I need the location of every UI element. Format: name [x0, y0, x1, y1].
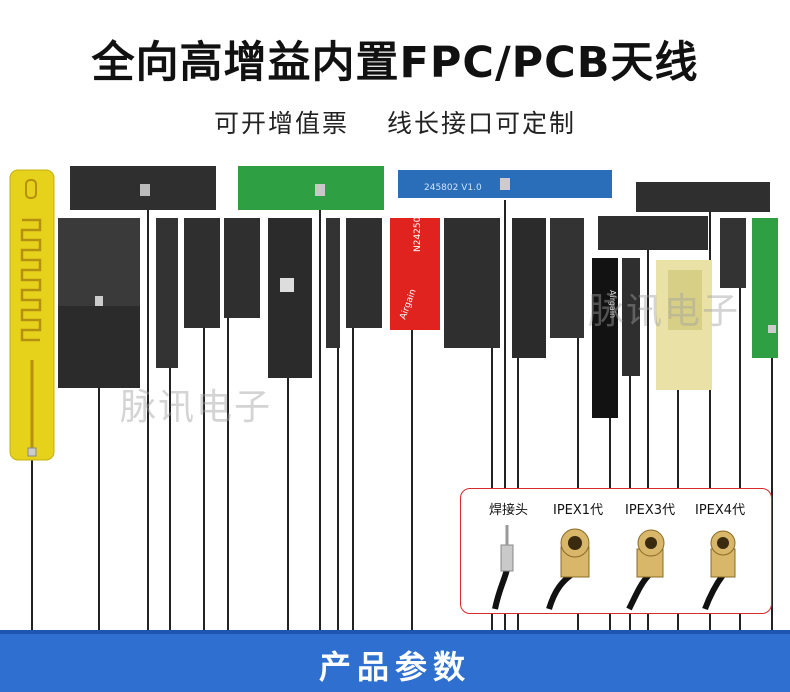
- dark-fpc-strip-9: [550, 218, 584, 338]
- black-pcb-brand: Airgain: [608, 290, 617, 318]
- red-pcb-model: N24250: [413, 216, 423, 252]
- watermark-left: 脉讯电子: [120, 387, 273, 428]
- green-pcb-antenna: [238, 166, 384, 210]
- ipex1-connector: [546, 528, 590, 610]
- dark-fpc-strip-8: [512, 218, 546, 358]
- subtitle-custom: 线长接口可定制: [386, 109, 576, 138]
- connector-label-solder: 焊接头: [489, 503, 529, 518]
- dark-fpc-strip-10: [720, 218, 746, 288]
- dark-fpc-strip-4: [268, 218, 312, 378]
- section-title-params: 产品参数: [318, 648, 471, 686]
- ipex4-connector: [702, 530, 736, 611]
- dark-fpc-strip-1: [156, 218, 178, 368]
- ipex3-connector: [626, 529, 665, 611]
- subtitle-invoice: 可开增值票: [214, 109, 350, 138]
- section-footer-bar: 产品参数: [0, 630, 790, 692]
- dark-fpc-wide-3: [636, 182, 770, 212]
- watermark-right: 脉讯电子: [588, 291, 741, 332]
- dark-fpc-strip-11: [622, 258, 640, 376]
- connector-label-ipex3: IPEX3代: [625, 503, 676, 518]
- yellow-fpc-antenna: [9, 169, 55, 461]
- black-pcb-antenna: [592, 258, 618, 418]
- antenna-illustration: N24250 Airgain 245802 V1.0 Airgain: [9, 166, 778, 630]
- connector-label-ipex1: IPEX1代: [553, 503, 604, 518]
- blue-pcb-label: 245802 V1.0: [424, 183, 482, 193]
- dark-fpc-wide-2: [598, 216, 708, 250]
- connector-label-ipex4: IPEX4代: [695, 503, 746, 518]
- dark-fpc-strip-2: [184, 218, 220, 328]
- dark-fpc-strip-3: [224, 218, 260, 318]
- dark-fpc-strip-5: [326, 218, 340, 348]
- dark-fpc-strip-7: [444, 218, 500, 348]
- green-pcb-narrow: [752, 218, 778, 358]
- page-title: 全向高增益内置FPC/PCB天线: [91, 38, 699, 88]
- page-subtitle: 可开增值票 线长接口可定制: [0, 104, 790, 140]
- connector-illustration: [492, 525, 736, 611]
- dark-fpc-strip-6: [346, 218, 382, 328]
- solder-connector: [492, 525, 514, 610]
- red-pcb-antenna: [390, 218, 440, 330]
- connector-types-box: 焊接头 IPEX1代 IPEX3代 IPEX4代: [460, 488, 772, 614]
- antenna-showcase: N24250 Airgain 245802 V1.0 Airgain 脉讯电子 …: [0, 160, 790, 630]
